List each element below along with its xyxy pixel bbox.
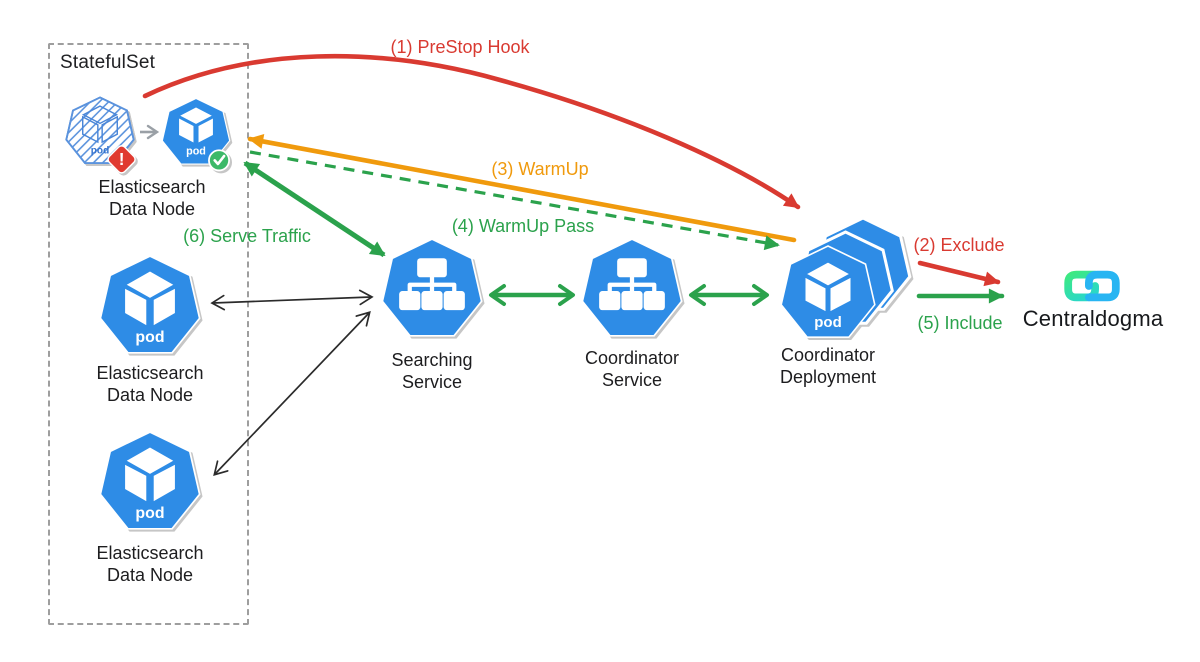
flow-label-prestop: (1) PreStop Hook <box>390 37 530 57</box>
pod-label: pod <box>91 146 109 157</box>
centraldogma-label: Centraldogma <box>1022 306 1164 331</box>
svg-text:!: ! <box>119 149 125 169</box>
searching-service-icon <box>379 237 485 343</box>
warning-badge-icon: ! <box>107 145 136 174</box>
coordinator-deployment-icon: pod <box>770 216 920 346</box>
pod-label: pod <box>135 329 164 346</box>
es-pod-3-icon: pod <box>97 430 203 536</box>
centraldogma-infinity-icon <box>1063 268 1121 304</box>
flow-label-serve-traffic: (6) Serve Traffic <box>183 226 311 246</box>
statefulset-label: StatefulSet <box>60 52 156 73</box>
pod-label: pod <box>814 314 842 331</box>
terminating-pod-icon: pod ! <box>64 96 136 174</box>
flow-label-exclude: (2) Exclude <box>913 235 1005 255</box>
pod-label: pod <box>135 505 164 522</box>
flow-label-warmup-pass: (4) WarmUp Pass <box>451 216 595 236</box>
flow-label-include: (5) Include <box>917 313 1003 333</box>
es-pod-2-icon: pod <box>97 254 203 360</box>
coordinator-service-icon <box>579 237 685 343</box>
flow-label-warmup: (3) WarmUp <box>491 159 589 179</box>
